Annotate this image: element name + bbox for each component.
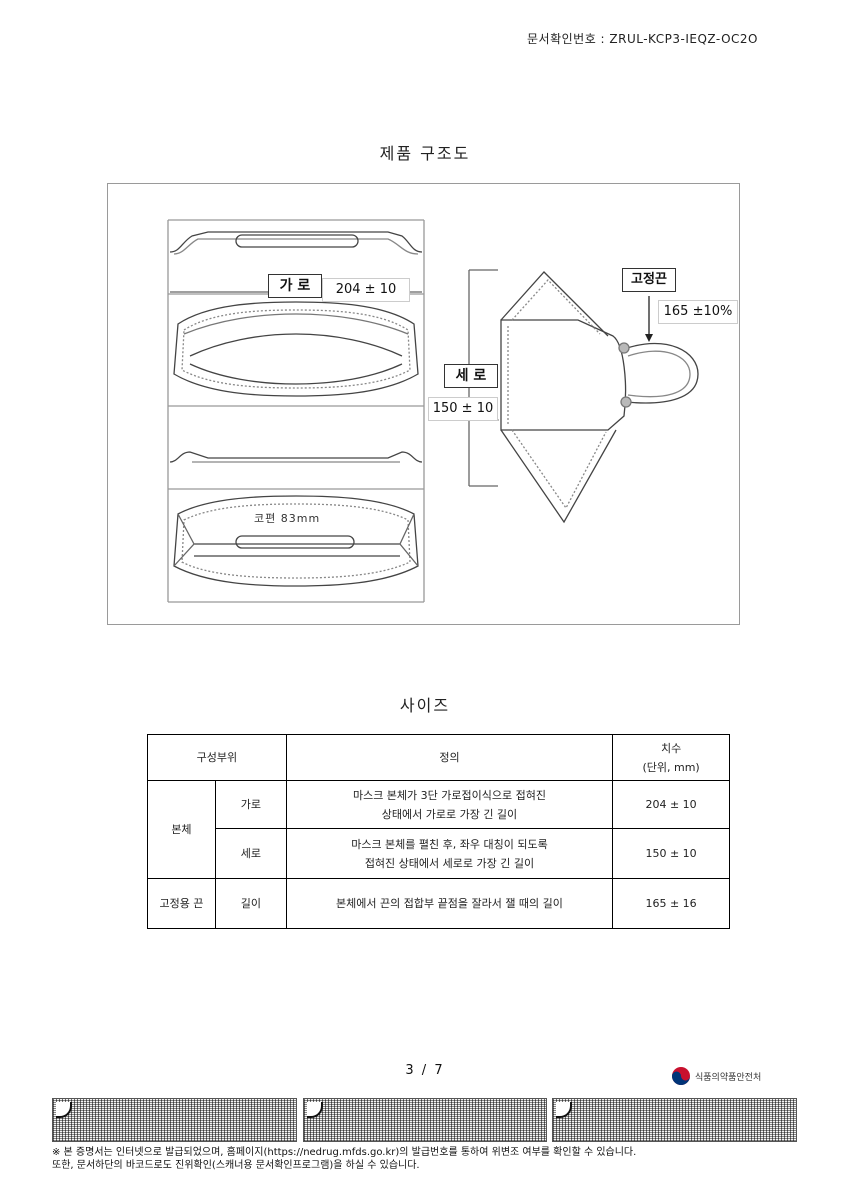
header-definition: 정의 (285, 734, 614, 781)
row-part: 세로 (214, 828, 287, 879)
table-row: 본체 가로 마스크 본체가 3단 가로접이식으로 접혀진 상태에서 가로로 가장… (147, 780, 730, 879)
mask-drawing (167, 219, 699, 603)
height-label: 세 로 (444, 364, 498, 388)
header-dimension: 치수 (단위, mm) (612, 734, 730, 781)
barcode-left (52, 1098, 297, 1142)
row-value: 150 ± 10 (612, 828, 730, 879)
row-definition-line: 마스크 본체를 펼친 후, 좌우 대칭이 되도록 (351, 837, 548, 851)
row-definition: 본체에서 끈의 접합부 끝점을 잘라서 잴 때의 길이 (285, 878, 614, 929)
row-value: 204 ± 10 (612, 780, 730, 829)
row-definition-line: 마스크 본체가 3단 가로접이식으로 접혀진 (352, 788, 546, 802)
header-dimension-unit: (단위, mm) (642, 760, 700, 774)
row-definition-line: 접혀진 상태에서 세로로 가장 긴 길이 (364, 856, 535, 870)
document-number: 문서확인번호 : ZRUL-KCP3-IEQZ-OC2O (527, 32, 758, 46)
page-number: 3 / 7 (405, 1063, 445, 1078)
header-part: 구성부위 (147, 734, 287, 781)
size-table: 구성부위 정의 치수 (단위, mm) 본체 가로 마스크 본체가 3단 가로접… (147, 734, 730, 929)
row-definition-line: 상태에서 가로로 가장 긴 길이 (381, 807, 518, 821)
height-value: 150 ± 10 (428, 397, 498, 421)
row-definition: 마스크 본체가 3단 가로접이식으로 접혀진 상태에서 가로로 가장 긴 길이 (285, 780, 614, 829)
width-value: 204 ± 10 (322, 278, 410, 302)
table-header-row: 구성부위 정의 치수 (단위, mm) (147, 734, 730, 781)
strap-value: 165 ±10% (658, 300, 738, 324)
row-part: 길이 (214, 878, 287, 929)
agency-name: 식품의약품안전처 (695, 1072, 762, 1083)
barcode-right (552, 1098, 797, 1142)
strap-label: 고정끈 (622, 268, 676, 292)
row-group-body: 본체 (147, 780, 216, 879)
row-part: 가로 (214, 780, 287, 829)
footer-note-line: 또한, 문서하단의 바코드로도 진위확인(스캐너용 문서확인프로그램)을 하실 … (52, 1160, 420, 1171)
table-row: 고정용 끈 길이 본체에서 끈의 접합부 끝점을 잘라서 잴 때의 길이 165… (147, 878, 730, 929)
footer-note: ※ 본 증명서는 인터넷으로 발급되었으며, 홈페이지(https://nedr… (52, 1146, 636, 1172)
width-label: 가 로 (268, 274, 322, 298)
taegeuk-icon (672, 1067, 690, 1085)
nose-piece-label: 코편 83mm (254, 512, 321, 525)
table-row: 세로 마스크 본체를 펼친 후, 좌우 대칭이 되도록 접혀진 상태에서 세로로… (148, 828, 730, 879)
row-definition: 마스크 본체를 펼친 후, 좌우 대칭이 되도록 접혀진 상태에서 세로로 가장… (285, 828, 614, 879)
footer-note-line: ※ 본 증명서는 인터넷으로 발급되었으며, 홈페이지(https://nedr… (52, 1147, 637, 1158)
size-title: 사이즈 (399, 696, 451, 715)
agency-logo: 식품의약품안전처 (671, 1066, 761, 1086)
row-group-strap: 고정용 끈 (147, 878, 216, 929)
row-value: 165 ± 16 (612, 878, 730, 929)
structure-diagram: 가 로 204 ± 10 세 로 150 ± 10 고정끈 165 ±10% 코… (107, 183, 740, 625)
barcode-middle (303, 1098, 547, 1142)
header-dimension-label: 치수 (660, 741, 682, 755)
structure-title: 제품 구조도 (379, 144, 471, 163)
